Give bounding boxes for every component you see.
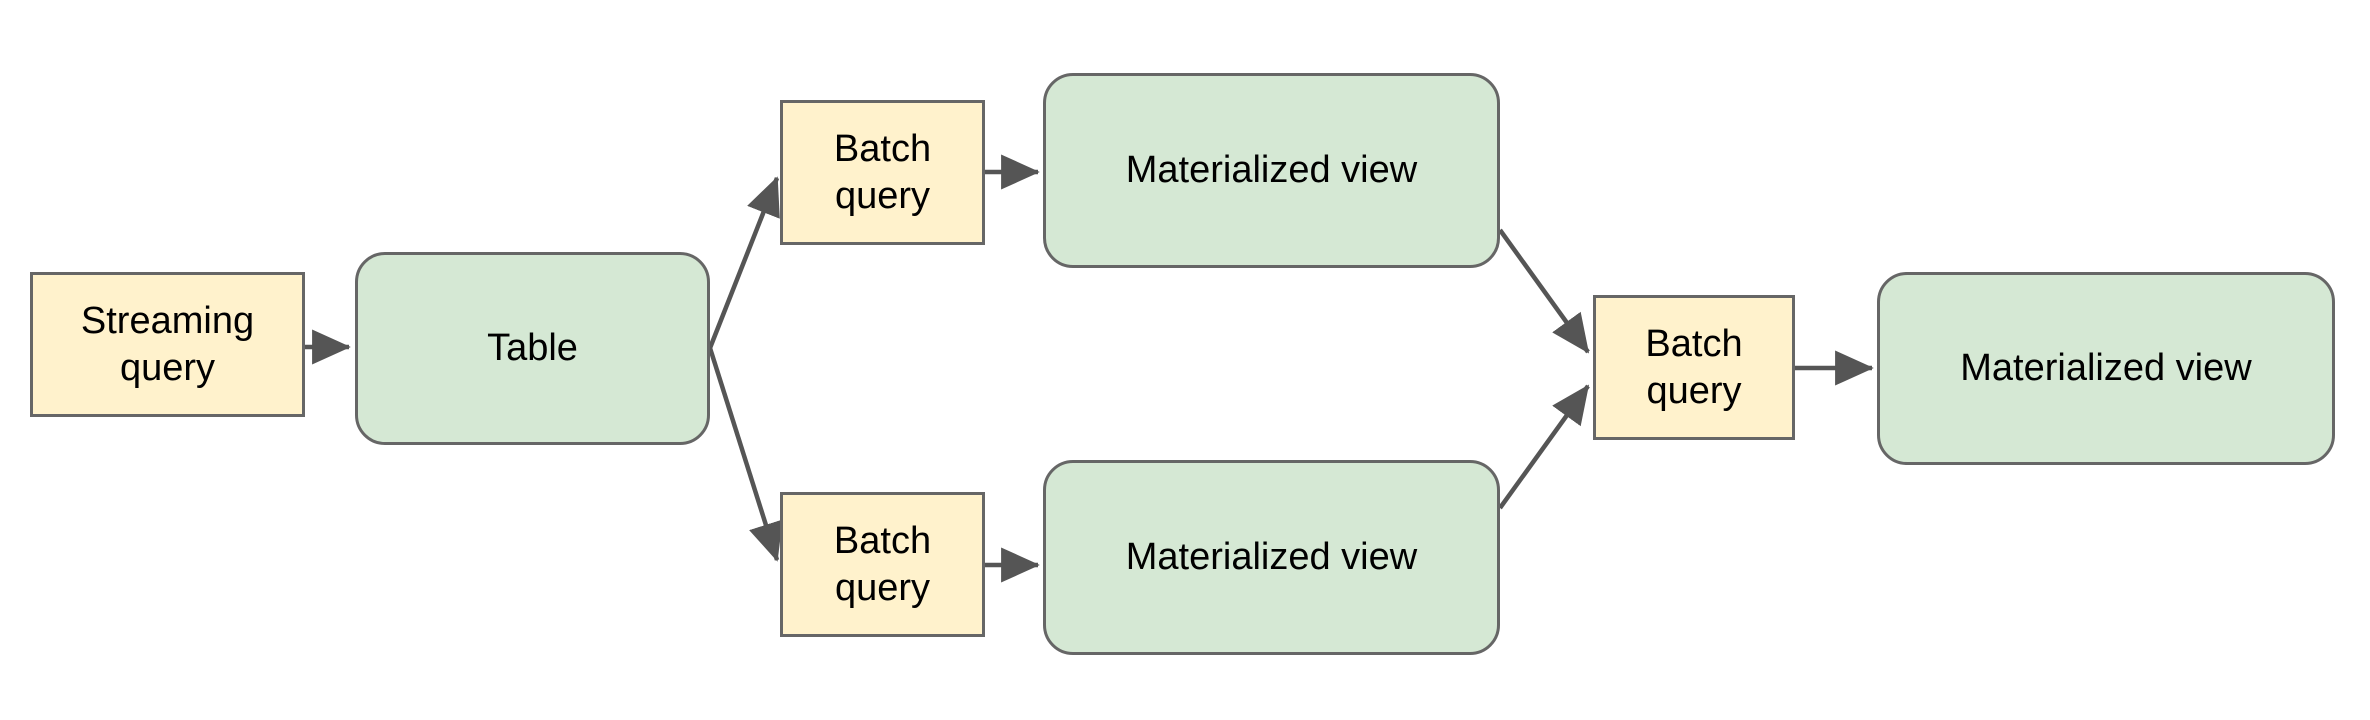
edge-materialized-view-top-to-batch-query-join xyxy=(1498,228,1590,354)
node-materialized-view-bottom-label: Materialized view xyxy=(1125,536,1418,579)
node-batch-query-bottom-label: Batch query xyxy=(833,520,932,609)
node-batch-query-join-label: Batch query xyxy=(1645,323,1743,412)
node-batch-query-join[interactable]: Batch query xyxy=(1593,295,1795,440)
edge-table-to-batch-query-bottom xyxy=(707,347,783,562)
node-materialized-view-top[interactable]: Materialized view xyxy=(1043,73,1500,268)
edge-table-to-batch-query-top xyxy=(707,176,780,349)
node-streaming-query[interactable]: Streaming query xyxy=(30,272,305,417)
node-materialized-view-top-label: Materialized view xyxy=(1125,149,1418,192)
node-table[interactable]: Table xyxy=(355,252,710,445)
node-materialized-view-final[interactable]: Materialized view xyxy=(1877,272,2335,465)
node-materialized-view-bottom[interactable]: Materialized view xyxy=(1043,460,1500,655)
node-materialized-view-final-label: Materialized view xyxy=(1960,347,2252,390)
node-streaming-query-label: Streaming query xyxy=(80,300,255,389)
node-batch-query-top[interactable]: Batch query xyxy=(780,100,985,245)
node-batch-query-bottom[interactable]: Batch query xyxy=(780,492,985,637)
node-table-label: Table xyxy=(487,327,578,370)
node-batch-query-top-label: Batch query xyxy=(833,128,932,217)
edge-materialized-view-bottom-to-batch-query-join xyxy=(1498,384,1590,510)
